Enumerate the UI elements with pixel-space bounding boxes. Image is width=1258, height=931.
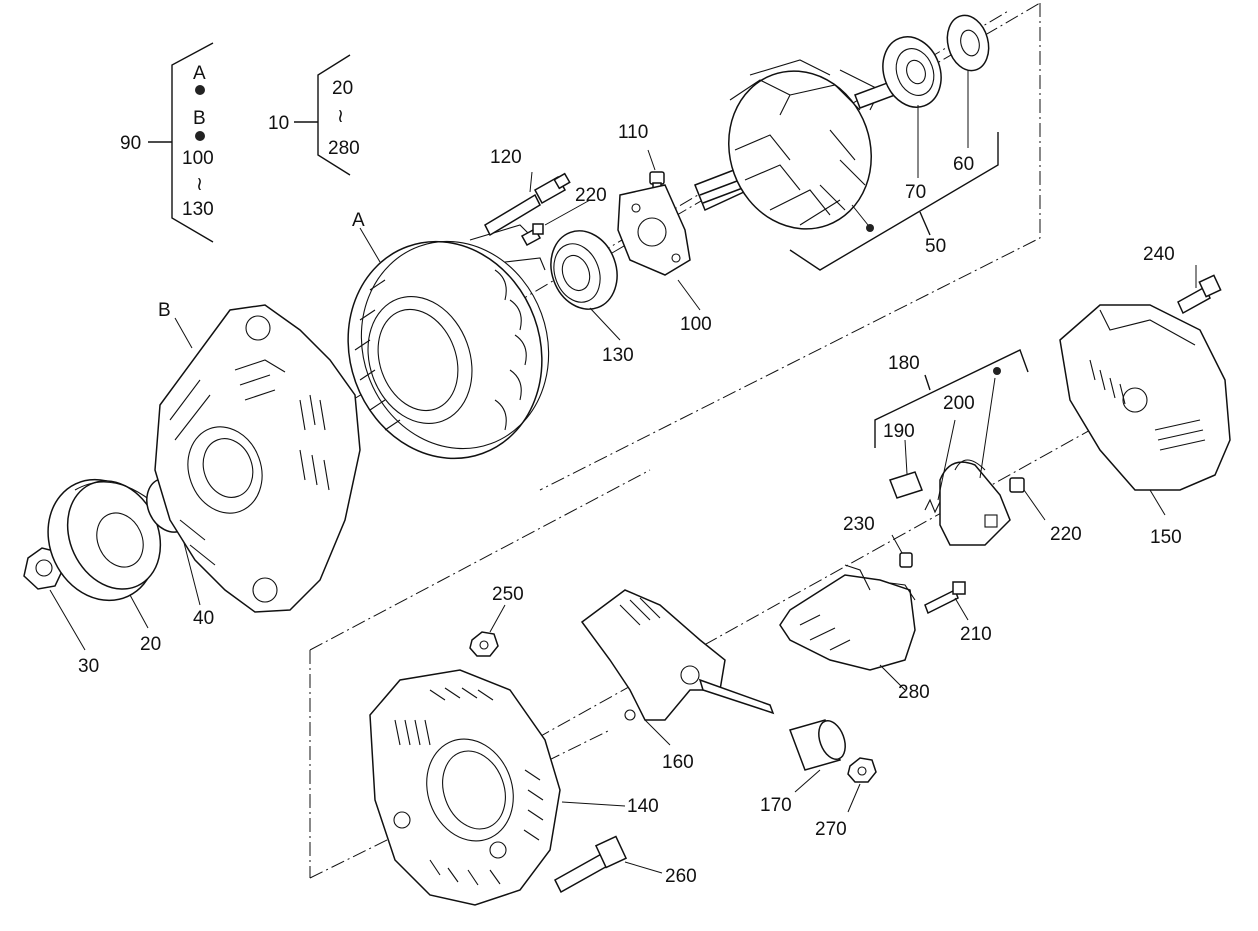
front-housing-b: [154, 304, 361, 613]
label-180: 180: [888, 353, 920, 374]
label-60: 60: [953, 154, 974, 175]
bracket-10: [294, 54, 351, 176]
label-10: 10: [268, 113, 289, 134]
label-90-tilde: ≀: [196, 174, 203, 195]
bracket-90: [148, 42, 214, 243]
label-10-280: 280: [328, 138, 360, 159]
label-10-tilde: ≀: [337, 106, 344, 127]
bolt-240: [1177, 265, 1222, 315]
label-260: 260: [665, 866, 697, 887]
screw-230: [891, 534, 913, 568]
bracket-180: [874, 349, 1029, 448]
label-150: 150: [1150, 527, 1182, 548]
brush-holder-200: [924, 377, 1011, 546]
screw-220-upper: [520, 199, 591, 247]
bolt-120: [484, 171, 571, 237]
label-270: 270: [815, 819, 847, 840]
bolt-260: [554, 835, 663, 894]
rectifier-160: [580, 589, 775, 746]
rear-cover-150: [1059, 304, 1231, 516]
label-b: B: [158, 300, 171, 321]
label-70: 70: [905, 182, 926, 203]
nut-270: [847, 757, 877, 813]
label-90-b: B: [193, 108, 206, 129]
label-50: 50: [925, 236, 946, 257]
label-220-upper: 220: [575, 185, 607, 206]
label-a: A: [352, 210, 365, 231]
label-210: 210: [960, 624, 992, 645]
screw-210: [924, 581, 969, 621]
label-90-a: A: [193, 63, 206, 84]
label-200: 200: [943, 393, 975, 414]
label-250: 250: [492, 584, 524, 605]
retainer-plate-100: [617, 184, 701, 311]
stator-a: [347, 224, 550, 460]
rear-housing-140: [369, 669, 626, 906]
label-170: 170: [760, 795, 792, 816]
regulator-280: [779, 564, 916, 691]
screw-220-lower: [1009, 477, 1046, 521]
label-20: 20: [140, 634, 161, 655]
label-160: 160: [662, 752, 694, 773]
label-220-lower: 220: [1050, 524, 1082, 545]
label-90-100: 100: [182, 148, 214, 169]
brush-190: [889, 439, 923, 499]
insulator-170: [789, 719, 846, 793]
label-120: 120: [490, 147, 522, 168]
label-90-130: 130: [182, 199, 214, 220]
rotor-50: [694, 59, 896, 232]
bearing-70: [882, 36, 942, 178]
label-30: 30: [78, 656, 99, 677]
label-130: 130: [602, 345, 634, 366]
label-230: 230: [843, 514, 875, 535]
label-90: 90: [120, 133, 141, 154]
bearing-130: [550, 230, 621, 341]
label-280: 280: [898, 682, 930, 703]
label-190: 190: [883, 421, 915, 442]
bracket-50: [789, 132, 999, 271]
washer-60: [946, 14, 990, 148]
nut-250: [469, 604, 506, 657]
label-140: 140: [627, 796, 659, 817]
label-40: 40: [193, 608, 214, 629]
label-10-20: 20: [332, 78, 353, 99]
label-100: 100: [680, 314, 712, 335]
label-110: 110: [618, 122, 648, 143]
label-240: 240: [1143, 244, 1175, 265]
screw-110: [647, 149, 665, 192]
